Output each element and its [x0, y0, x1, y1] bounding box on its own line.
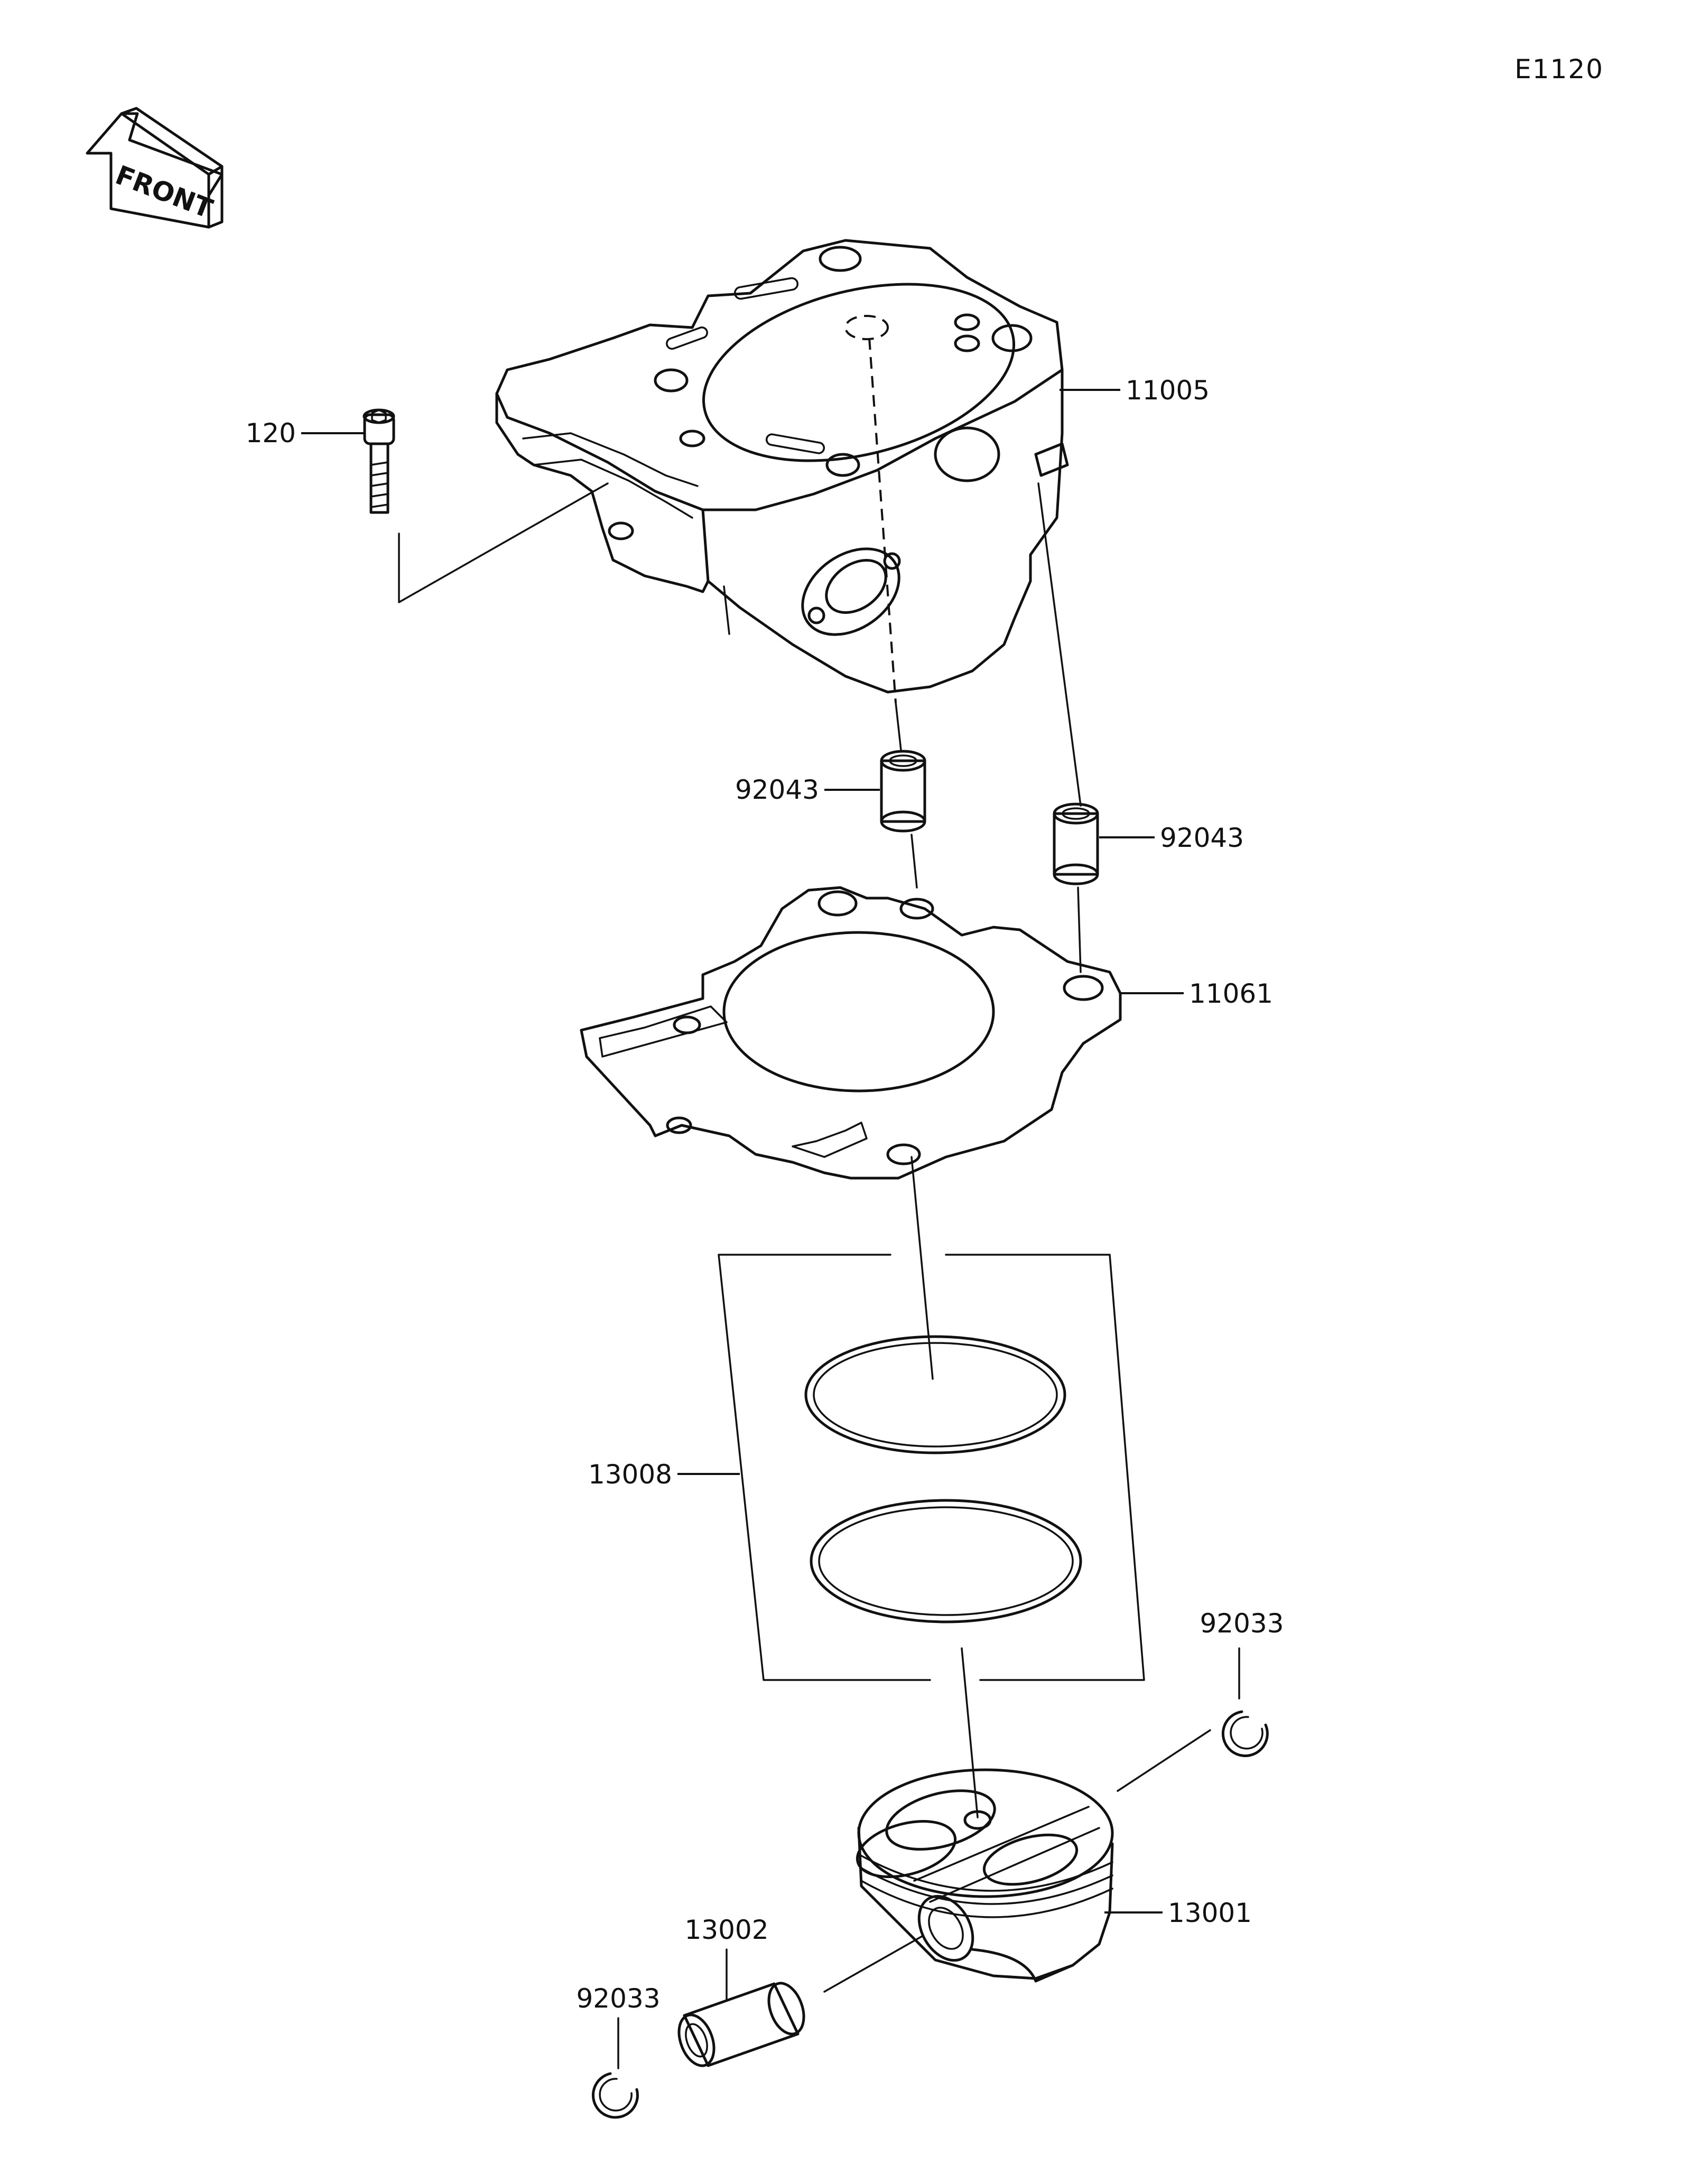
clip-left-part — [592, 2072, 639, 2119]
bolt-part — [363, 408, 395, 514]
callout-dowel-right: 92043 — [1160, 823, 1244, 853]
callout-bolt: 120 — [246, 418, 296, 449]
front-arrow-icon: FRONT — [86, 107, 224, 229]
callout-clip-left: 92033 — [576, 1983, 660, 2014]
callout-piston: 13001 — [1168, 1898, 1252, 1928]
callout-cylinder: 11005 — [1126, 375, 1210, 406]
piston-pin-part — [677, 1982, 805, 2067]
callout-pin: 13002 — [684, 1915, 768, 1945]
clip-right-part — [1221, 1710, 1269, 1757]
dowel-left-part — [880, 750, 926, 833]
piston-part — [856, 1768, 1114, 1983]
ring-set-part — [718, 1254, 1145, 1681]
diagram-code: E1120 — [1515, 54, 1604, 85]
callout-clip-right: 92033 — [1200, 1608, 1284, 1639]
callout-ring-set: 13008 — [588, 1459, 672, 1490]
gasket-part — [580, 886, 1122, 1180]
cylinder-part — [495, 239, 1069, 703]
callout-gasket: 11061 — [1189, 978, 1273, 1009]
callout-dowel-left: 92043 — [735, 774, 819, 805]
dowel-right-part — [1053, 802, 1099, 885]
